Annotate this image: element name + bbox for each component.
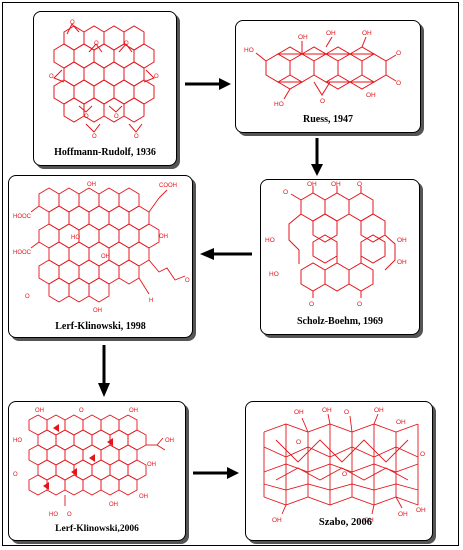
atom-ho: HO <box>265 237 275 244</box>
caption-ruess: Ruess, 1947 <box>302 114 353 125</box>
atom-oh: OH <box>139 494 148 500</box>
atom-o: O <box>344 409 349 416</box>
atom-ho: HO <box>13 438 22 444</box>
caption-lerf-klinowski-2006: Lerf-Klinowski,2006 <box>55 524 139 534</box>
atom-ho: HO <box>269 271 279 278</box>
atom-oh: OH <box>374 407 384 414</box>
atom-oh: OH <box>298 34 308 41</box>
atom-o: O <box>67 512 72 518</box>
atom-oh: OH <box>109 502 118 508</box>
arrow-down-1 <box>311 138 323 176</box>
arrow-down-2 <box>98 345 110 397</box>
atom-o: O <box>154 74 159 80</box>
arrow-left-1 <box>200 248 252 260</box>
atom-oh: OH <box>272 517 282 524</box>
atom-cooh: COOH <box>159 183 177 189</box>
card-scholz-boehm: OH OH O O HO OH HO OH O O Scholz-Boehm, … <box>260 179 420 335</box>
caption-hoffmann-rudolf: Hoffmann-Rudolf, 1936 <box>54 147 156 158</box>
caption-lerf-klinowski-1998: Lerf-Klinowski, 1998 <box>55 321 146 332</box>
szabo-structure: OH OH O OH OH O O O OH OH OH OH <box>263 407 426 524</box>
atom-o: O <box>357 181 362 188</box>
atom-hooc: HOOC <box>13 214 32 220</box>
atom-oh: OH <box>129 408 138 414</box>
caption-szabo: Szabo, 2006 <box>318 517 372 528</box>
atom-oh: OH <box>101 254 110 260</box>
atom-oh: OH <box>294 409 304 416</box>
lerf-klinowski-2006-structure: OH O OH HO OH OH O OH HO O OH <box>13 408 174 518</box>
arrow-right-1 <box>185 78 231 90</box>
atom-oh: OH <box>165 438 174 444</box>
atom-oh: OH <box>159 234 168 240</box>
ruess-structure: HO OH OH OH O O HO O OH <box>244 30 401 108</box>
atom-o: O <box>49 74 54 80</box>
atom-o: O <box>396 80 401 87</box>
atom-o: O <box>357 301 362 308</box>
atom-o: O <box>185 278 190 284</box>
atom-o: O <box>296 439 301 446</box>
atom-oh: OH <box>397 259 407 266</box>
atom-oh: OH <box>326 30 336 37</box>
atom-oh: OH <box>93 308 102 314</box>
atom-o: O <box>320 98 325 105</box>
atom-hooc: HOOC <box>13 250 32 256</box>
atom-oh: OH <box>397 237 407 244</box>
atom-o: O <box>94 41 99 47</box>
atom-oh: OH <box>322 407 332 414</box>
atom-o: O <box>79 408 84 414</box>
atom-oh: OH <box>35 408 44 414</box>
atom-o: O <box>114 114 119 120</box>
card-ruess: HO OH OH OH O O HO O OH Ruess, 1947 <box>235 20 421 133</box>
atom-o: O <box>13 472 18 478</box>
atom-o: O <box>309 301 314 308</box>
card-hoffmann-rudolf: O O O O O O O O O Hoffmann-Rudolf, 1936 <box>33 11 177 166</box>
atom-o: O <box>342 471 347 478</box>
atom-h: H <box>149 298 153 304</box>
atom-oh: OH <box>331 181 341 188</box>
atom-oh: OH <box>364 517 374 524</box>
atom-o: O <box>92 134 97 140</box>
atom-o: O <box>134 134 139 140</box>
atom-oh: OH <box>307 181 317 188</box>
arrow-right-2 <box>193 467 239 479</box>
atom-o: O <box>70 20 75 26</box>
hoffmann-rudolf-structure: O O O O O O O O O <box>49 20 159 140</box>
scholz-boehm-structure: OH OH O O HO OH HO OH O O <box>265 181 407 308</box>
card-lerf-klinowski-1998: OH COOH HOOC HOOC OH HO OH O OH H O Lerf… <box>8 175 193 338</box>
atom-oh: OH <box>396 419 406 426</box>
lerf-klinowski-1998-structure: OH COOH HOOC HOOC OH HO OH O OH H O <box>13 182 190 314</box>
card-lerf-klinowski-2006: OH O OH HO OH OH O OH HO O OH Lerf-Klino… <box>8 401 186 541</box>
atom-o: O <box>84 114 89 120</box>
atom-ho: HO <box>274 101 284 108</box>
caption-scholz-boehm: Scholz-Boehm, 1969 <box>296 316 384 327</box>
atom-ho: HO <box>49 512 58 518</box>
atom-o: O <box>396 50 401 57</box>
atom-oh: OH <box>147 462 156 468</box>
atom-ho: HO <box>71 235 80 241</box>
atom-oh: OH <box>366 92 376 99</box>
card-szabo: OH OH O OH OH O O O OH OH OH OH Szabo, 2… <box>245 401 433 541</box>
atom-o: O <box>420 451 425 458</box>
figure-frame: O O O O O O O O O Hoffmann-Rudolf, 1936 <box>2 2 459 546</box>
atom-ho: HO <box>244 47 254 54</box>
atom-oh: OH <box>398 511 408 518</box>
atom-o: O <box>124 41 129 47</box>
atom-oh: OH <box>87 182 96 188</box>
atom-oh: OH <box>362 30 372 37</box>
atom-o: O <box>25 294 30 300</box>
atom-oh: OH <box>416 507 426 514</box>
atom-o: O <box>283 189 288 196</box>
